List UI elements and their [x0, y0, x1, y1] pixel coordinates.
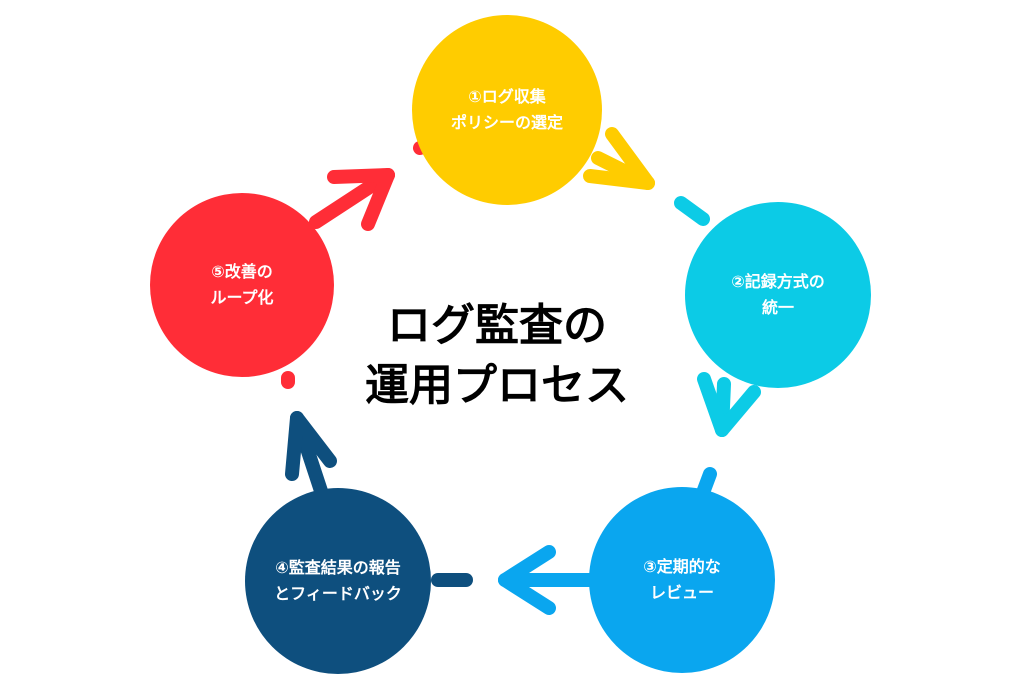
step-1-label-line2: ポリシーの選定 — [450, 113, 563, 132]
center-title-line1: ログ監査の — [387, 300, 607, 351]
step-2-label-line1: ②記録方式の — [731, 272, 825, 291]
step-3-circle: ③定期的な レビュー — [589, 487, 775, 673]
center-title-line2: 運用プロセス — [365, 360, 629, 411]
center-title: ログ監査の 運用プロセス — [332, 296, 662, 416]
arrow-step1-to-step2 — [583, 127, 655, 190]
step-4-label-line1: ④監査結果の報告 — [275, 558, 401, 577]
step-4-label-line2: とフィードバック — [274, 584, 402, 603]
step-1-label-line1: ①ログ収集 — [468, 87, 546, 106]
step-2-label-line2: 統一 — [761, 298, 794, 317]
arrow-step2-to-step3 — [674, 196, 761, 437]
step-5-label-line1: ⑤改善の — [211, 262, 273, 281]
step-5-label-line2: ループ化 — [210, 288, 274, 307]
step-3-label-line1: ③定期的な — [643, 557, 721, 576]
arrow-step4-to-step5 — [285, 411, 473, 587]
step-5-circle: ⑤改善の ループ化 — [150, 193, 334, 377]
step-2-circle: ②記録方式の 統一 — [685, 202, 871, 388]
step-3-label-line2: レビュー — [649, 583, 714, 602]
step-1-circle: ①ログ収集 ポリシーの選定 — [412, 15, 602, 205]
step-4-circle: ④監査結果の報告 とフィードバック — [245, 488, 431, 674]
